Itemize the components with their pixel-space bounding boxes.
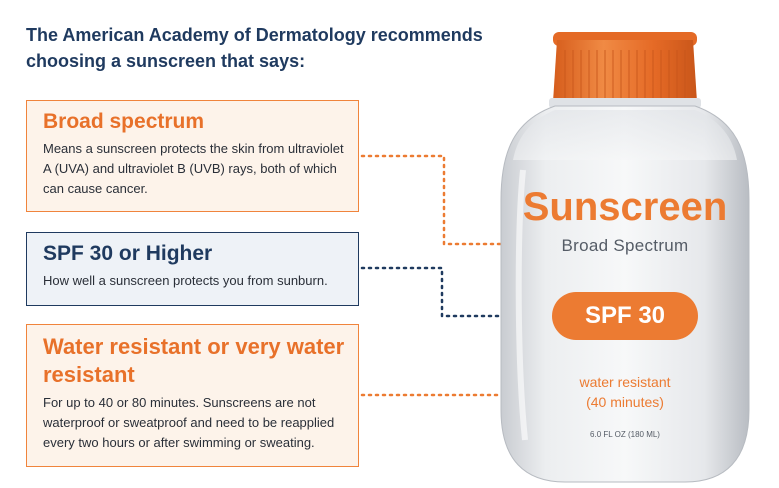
bottle-brand: Sunscreen [522,185,728,229]
bottle-cap-body [553,40,697,102]
bottle-graphic [500,32,750,483]
sunscreen-bottle: Sunscreen Broad Spectrum SPF 30 water re… [495,30,755,485]
broad-spectrum-box: Broad spectrum Means a sunscreen protect… [26,100,359,212]
spf-box: SPF 30 or Higher How well a sunscreen pr… [26,232,359,306]
connector-broad [360,154,552,246]
bottle-size: 6.0 FL OZ (180 ML) [590,430,660,439]
bottle-highlight [515,169,528,441]
box-body: Means a sunscreen protects the skin from… [43,141,344,196]
spf-badge: SPF 30 [552,292,698,340]
water-resistant-box: Water resistant or very water resistant … [26,324,359,467]
water-resistant-text: water resistant [579,374,671,390]
box-body: How well a sunscreen protects you from s… [43,273,328,288]
cap-ridges [564,50,686,98]
box-body: For up to 40 or 80 minutes. Sunscreens a… [43,395,335,450]
intro-heading: The American Academy of Dermatology reco… [26,25,483,71]
connector-spf [360,266,552,318]
box-title: SPF 30 or Higher [43,242,213,265]
water-minutes-text: (40 minutes) [586,394,664,410]
box-title: Water resistant or very water resistant [43,334,345,387]
bottle-subtitle: Broad Spectrum [561,236,689,255]
bottle-shoulder [513,110,737,160]
box-title: Broad spectrum [43,110,205,133]
